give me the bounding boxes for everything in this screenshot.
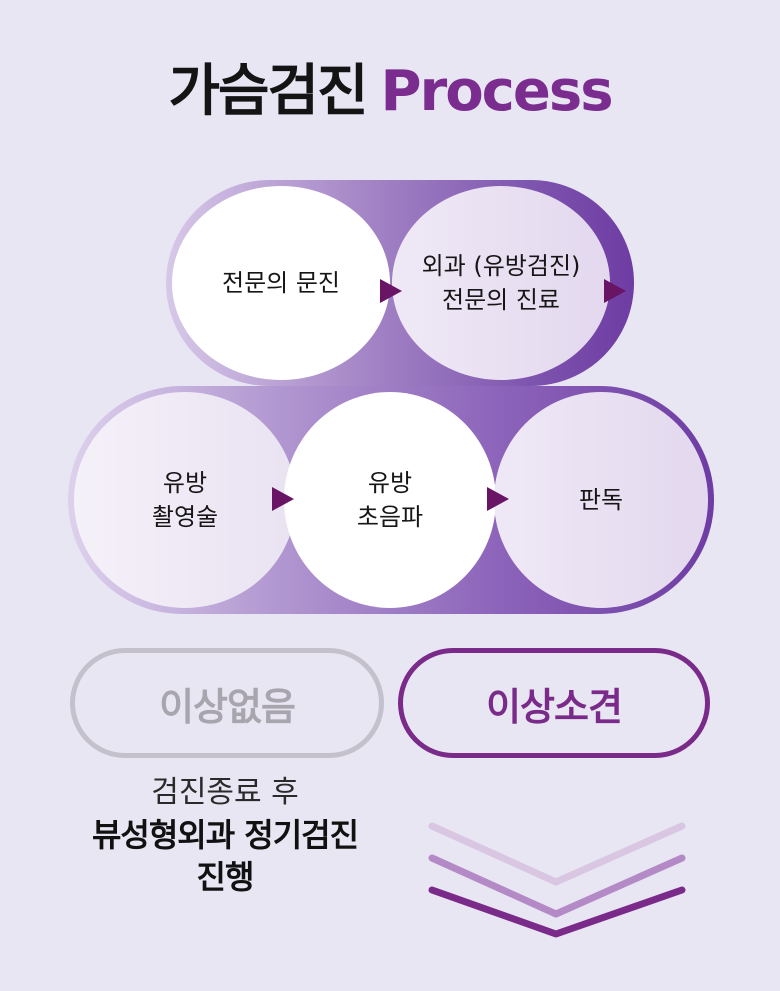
title-english: Process bbox=[380, 59, 614, 124]
outcome-normal: 이상없음 bbox=[70, 648, 384, 758]
outcome-normal-label: 이상없음 bbox=[159, 684, 296, 729]
step-ultrasound: 유방 초음파 bbox=[284, 392, 496, 608]
step-label: 외과 (유방검진) bbox=[421, 252, 581, 280]
triple-chevron-down-icon bbox=[428, 822, 686, 938]
title-korean: 가슴검진 bbox=[168, 59, 368, 124]
step-surgical-exam: 외과 (유방검진) 전문의 진료 bbox=[392, 186, 610, 380]
followup-line3: 진행 bbox=[196, 858, 255, 896]
step-label: 유방 bbox=[367, 469, 413, 497]
step-consultation: 전문의 문진 bbox=[172, 186, 390, 380]
outcome-abnormal: 이상소견 bbox=[398, 648, 710, 758]
step-label: 전문의 문진 bbox=[221, 269, 341, 297]
step-label: 초음파 bbox=[356, 503, 424, 531]
outcome-abnormal-label: 이상소견 bbox=[486, 684, 623, 729]
step-label: 전문의 진료 bbox=[441, 286, 561, 314]
step-label: 판독 bbox=[578, 486, 624, 514]
triangle-right-icon bbox=[604, 279, 626, 303]
step-label: 유방 bbox=[162, 469, 208, 497]
step-mammography: 유방 촬영술 bbox=[74, 392, 296, 608]
triangle-right-icon bbox=[380, 279, 402, 303]
step-reading: 판독 bbox=[494, 392, 708, 608]
followup-line1: 검진종료 후 bbox=[151, 775, 299, 810]
followup-text: 검진종료 후 뷰성형외과 정기검진 진행 bbox=[60, 772, 390, 898]
triangle-right-icon bbox=[272, 487, 294, 511]
triangle-right-icon bbox=[487, 487, 509, 511]
followup-line2: 뷰성형외과 정기검진 bbox=[91, 816, 359, 854]
step-label: 촬영술 bbox=[151, 503, 219, 531]
